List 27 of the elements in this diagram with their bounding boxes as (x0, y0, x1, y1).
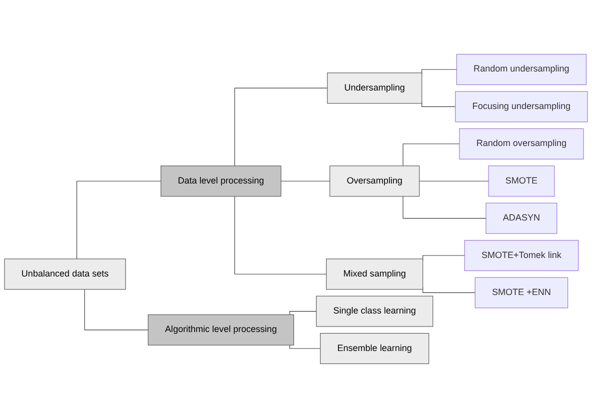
connector (289, 344, 321, 349)
connector (280, 180, 330, 182)
connector (76, 180, 162, 260)
node-box: Focusing undersampling (455, 91, 588, 122)
node-box: SMOTE+Tomek link (464, 240, 579, 271)
connector (422, 286, 476, 293)
node-box: Mixed sampling (326, 258, 424, 290)
connector (402, 144, 460, 166)
node-box: SMOTE +ENN (474, 277, 568, 308)
node-box: ADASYN (486, 202, 558, 234)
node-box: Undersampling (327, 72, 422, 104)
connector (289, 311, 317, 315)
node-box: Data level processing (160, 166, 282, 197)
node-box: Unbalanced data sets (4, 258, 126, 290)
connector (402, 196, 486, 219)
node-box: Algorithmic level processing (148, 314, 294, 346)
node-box: Random undersampling (456, 54, 587, 85)
node-box: Single class learning (316, 296, 434, 327)
connector (419, 180, 489, 182)
connector (84, 289, 148, 330)
connector (234, 196, 327, 274)
connector (234, 88, 328, 166)
connector (422, 255, 465, 262)
node-box: Random oversampling (459, 128, 584, 160)
node-box: Ensemble learning (320, 333, 430, 364)
node-box: SMOTE (488, 166, 555, 197)
node-box: Oversampling (330, 166, 420, 197)
